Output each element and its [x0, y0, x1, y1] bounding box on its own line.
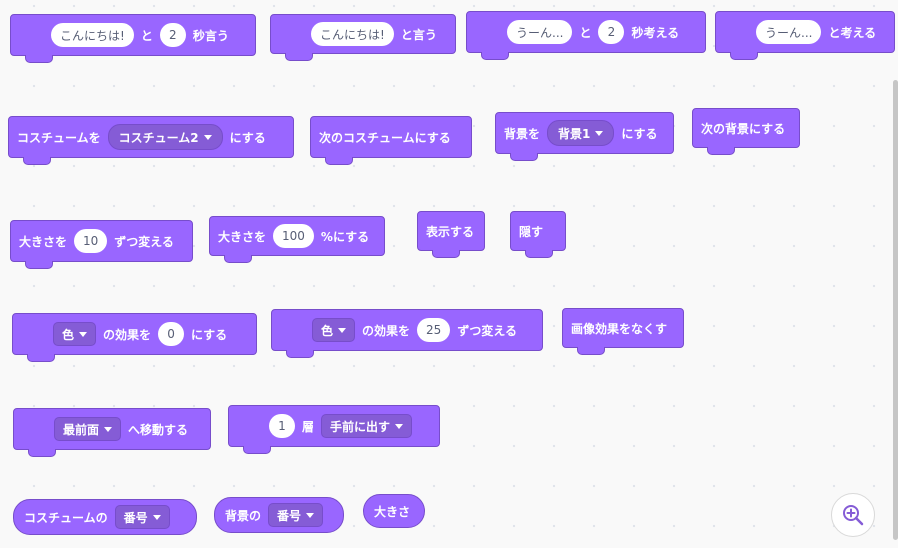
- effect-change-input[interactable]: 25: [417, 318, 451, 342]
- change-effect-block[interactable]: 色 の効果を 25 ずつ変える: [271, 309, 543, 358]
- chevron-down-icon: [152, 514, 161, 520]
- block-label: と: [140, 28, 153, 43]
- block-label: %にする: [320, 229, 370, 244]
- chevron-down-icon: [338, 327, 347, 333]
- chevron-down-icon: [104, 426, 113, 432]
- reporter-label: 背景の: [225, 508, 262, 523]
- switch-costume-block[interactable]: コスチュームを コスチューム2 にする: [8, 116, 294, 165]
- block-label: の効果を: [103, 327, 152, 342]
- secs-input[interactable]: 2: [598, 20, 625, 44]
- go-to-layer-block[interactable]: 最前面 へ移動する: [13, 408, 211, 457]
- zoom-in-button[interactable]: [831, 493, 875, 537]
- backdrop-number-reporter[interactable]: 背景の 番号: [214, 497, 344, 533]
- dropdown-value: 色: [321, 323, 334, 338]
- effect-dropdown[interactable]: 色: [53, 322, 97, 346]
- block-label: にする: [621, 126, 658, 141]
- think-block[interactable]: うーん... と考える: [715, 11, 895, 60]
- block-label: 次のコスチュームにする: [319, 130, 451, 145]
- effect-dropdown[interactable]: 色: [312, 318, 356, 342]
- chevron-down-icon: [395, 423, 404, 429]
- block-label: 秒考える: [631, 25, 680, 40]
- costume-dropdown[interactable]: コスチューム2: [107, 124, 223, 150]
- block-label: 次の背景にする: [701, 121, 786, 136]
- change-size-block[interactable]: 大きさを 10 ずつ変える: [10, 220, 193, 269]
- size-change-input[interactable]: 10: [74, 229, 108, 253]
- next-costume-block[interactable]: 次のコスチュームにする: [310, 116, 472, 165]
- switch-backdrop-block[interactable]: 背景を 背景1 にする: [495, 112, 674, 161]
- layers-input[interactable]: 1: [269, 414, 295, 438]
- block-label: 大きさを: [19, 234, 68, 249]
- zoom-in-icon: [843, 505, 864, 526]
- block-label: 大きさを: [218, 229, 267, 244]
- layer-dropdown[interactable]: 最前面: [54, 417, 122, 441]
- costume-number-reporter[interactable]: コスチュームの 番号: [13, 499, 197, 535]
- dropdown-value: 色: [62, 327, 75, 342]
- reporter-label: コスチュームの: [24, 510, 108, 525]
- show-block[interactable]: 表示する: [417, 211, 485, 258]
- backdrop-dropdown[interactable]: 背景1: [547, 120, 615, 146]
- block-label: 秒言う: [192, 28, 229, 43]
- dropdown-value: 手前に出す: [330, 419, 391, 434]
- dropdown-value: 番号: [123, 510, 148, 525]
- size-input[interactable]: 100: [273, 224, 314, 248]
- size-reporter[interactable]: 大きさ: [363, 494, 425, 528]
- block-label: 隠す: [519, 224, 544, 239]
- block-label: にする: [229, 130, 266, 145]
- direction-dropdown[interactable]: 手前に出す: [321, 414, 413, 438]
- effect-value-input[interactable]: 0: [158, 322, 185, 346]
- block-label: 背景を: [504, 126, 541, 141]
- block-label: と: [579, 25, 592, 40]
- chevron-down-icon: [306, 512, 315, 518]
- block-label: へ移動する: [128, 422, 189, 437]
- message-input[interactable]: こんにちは!: [311, 22, 394, 46]
- go-layers-block[interactable]: 1 層 手前に出す: [228, 405, 440, 454]
- block-label: 画像効果をなくす: [571, 321, 668, 336]
- think-for-secs-block[interactable]: うーん... と 2 秒考える: [466, 11, 706, 60]
- hide-block[interactable]: 隠す: [510, 211, 566, 258]
- block-label: と言う: [400, 27, 437, 42]
- next-backdrop-block[interactable]: 次の背景にする: [692, 108, 800, 155]
- set-effect-block[interactable]: 色 の効果を 0 にする: [12, 313, 257, 362]
- block-label: と考える: [828, 25, 877, 40]
- chevron-down-icon: [79, 331, 88, 337]
- set-size-block[interactable]: 大きさを 100 %にする: [209, 216, 385, 263]
- block-label: コスチュームを: [17, 130, 101, 145]
- message-input[interactable]: うーん...: [756, 20, 822, 44]
- dropdown-value: コスチューム2: [118, 130, 199, 145]
- dropdown-value: 最前面: [63, 422, 100, 437]
- secs-input[interactable]: 2: [159, 23, 186, 47]
- block-label: ずつ変える: [114, 234, 174, 249]
- block-label: にする: [191, 327, 228, 342]
- vertical-scrollbar[interactable]: [893, 80, 898, 540]
- chevron-down-icon: [595, 130, 604, 136]
- block-label: 表示する: [426, 224, 475, 239]
- dropdown-value: 背景1: [558, 126, 591, 141]
- reporter-label: 大きさ: [374, 504, 411, 519]
- say-block[interactable]: こんにちは! と言う: [270, 14, 456, 61]
- backdrop-attr-dropdown[interactable]: 番号: [268, 503, 324, 527]
- dropdown-value: 番号: [277, 508, 302, 523]
- chevron-down-icon: [203, 134, 212, 140]
- message-input[interactable]: うーん...: [507, 20, 573, 44]
- block-label: ずつ変える: [457, 323, 517, 338]
- say-for-secs-block[interactable]: こんにちは! と 2 秒言う: [10, 14, 256, 63]
- costume-attr-dropdown[interactable]: 番号: [114, 505, 170, 529]
- clear-effects-block[interactable]: 画像効果をなくす: [562, 308, 684, 355]
- message-input[interactable]: こんにちは!: [51, 23, 134, 47]
- block-label: 層: [302, 419, 315, 434]
- block-label: の効果を: [362, 323, 411, 338]
